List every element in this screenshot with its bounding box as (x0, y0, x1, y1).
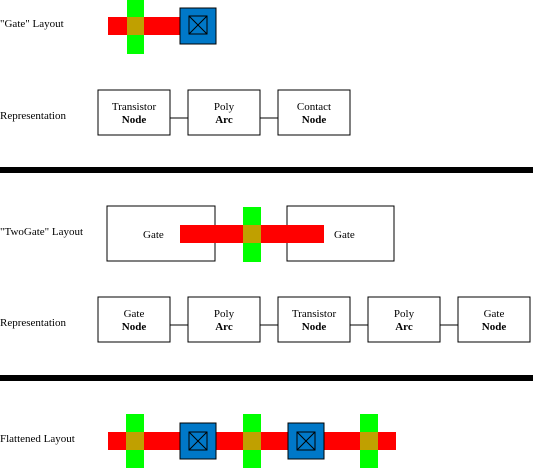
transistor-gate-overlap (243, 225, 261, 243)
svg-text:Gate: Gate (124, 308, 145, 320)
gate-layout-drawing (108, 0, 217, 54)
transistor-gate-overlap (126, 432, 144, 450)
svg-text:Poly: Poly (394, 308, 415, 320)
poly-arc-box: Poly Arc (187, 89, 261, 136)
poly-arc-box: Poly Arc (187, 296, 261, 343)
contact-icon (179, 422, 217, 460)
gate-representation-graph: Transistor Node Poly Arc Contact Node (97, 89, 351, 136)
contact-icon (179, 7, 217, 45)
transistor-gate-overlap (360, 432, 378, 450)
twogate-layout-label: "TwoGate" Layout (0, 226, 83, 238)
svg-text:Gate: Gate (484, 308, 505, 320)
gate-node-box: Gate Node (457, 296, 531, 343)
left-gate-cell-label: Gate (143, 229, 164, 241)
svg-text:Contact: Contact (297, 101, 331, 113)
svg-text:Node: Node (482, 321, 507, 333)
svg-text:Transistor: Transistor (292, 308, 337, 320)
svg-text:Arc: Arc (395, 321, 413, 333)
twogate-representation-label: Representation (0, 317, 66, 329)
svg-text:Node: Node (302, 114, 327, 126)
section-divider (0, 167, 533, 173)
contact-node-box: Contact Node (277, 89, 351, 136)
flattened-layout-label: Flattened Layout (0, 433, 75, 445)
twogate-representation-graph: Gate Node Poly Arc Transistor Node Poly … (97, 296, 531, 343)
svg-text:Node: Node (122, 321, 147, 333)
svg-text:Arc: Arc (215, 114, 233, 126)
twogate-layout-drawing: Gate Gate (106, 205, 395, 262)
svg-text:Arc: Arc (215, 321, 233, 333)
gate-layout-label: "Gate" Layout (0, 18, 64, 30)
svg-text:Poly: Poly (214, 308, 235, 320)
contact-icon (287, 422, 325, 460)
transistor-node-box: Transistor Node (97, 89, 171, 136)
right-gate-cell-label: Gate (334, 229, 355, 241)
svg-text:Transistor: Transistor (112, 101, 157, 113)
transistor-gate-overlap (127, 17, 144, 35)
transistor-gate-overlap (243, 432, 261, 450)
section-divider (0, 375, 533, 381)
poly-strip (108, 17, 182, 35)
gate-node-box: Gate Node (97, 296, 171, 343)
transistor-node-box: Transistor Node (277, 296, 351, 343)
svg-text:Node: Node (302, 321, 327, 333)
svg-text:Node: Node (122, 114, 147, 126)
flattened-layout-drawing (108, 414, 396, 468)
poly-arc-box: Poly Arc (367, 296, 441, 343)
svg-text:Poly: Poly (214, 101, 235, 113)
gate-representation-label: Representation (0, 110, 66, 122)
